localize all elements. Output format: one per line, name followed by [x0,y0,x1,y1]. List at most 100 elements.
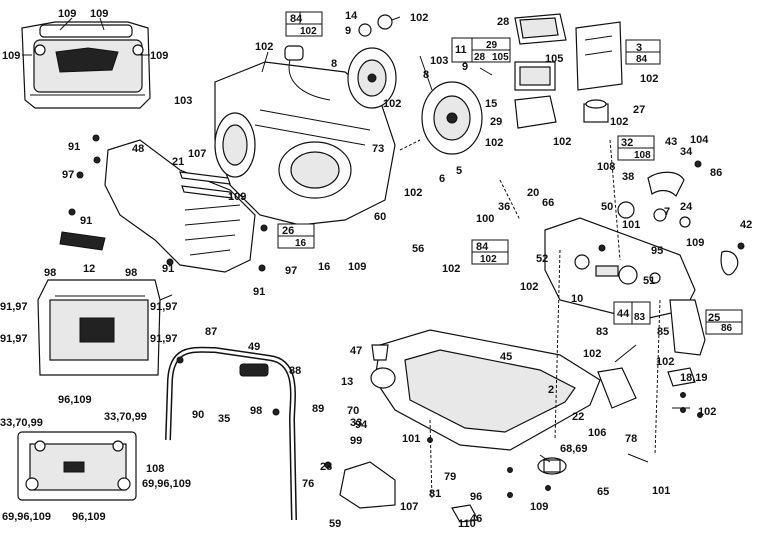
radio-front-view [21,21,151,109]
label-47: 47 [350,345,362,357]
label-50: 50 [601,201,613,213]
label-89: 89 [312,403,324,415]
foam-plate-110 [451,504,479,523]
label-9: 9 [462,61,468,73]
radio-side-view [37,279,161,376]
knob-cluster-24 [617,201,691,228]
label-28: 28 [497,16,509,28]
label-79: 79 [444,471,456,483]
label-102: 102 [520,281,538,293]
label-109: 109 [348,261,366,273]
label-66: 66 [542,197,554,209]
label-43: 43 [665,136,677,148]
label-7: 7 [664,206,670,218]
transformer [514,61,556,91]
label-15: 15 [485,98,497,110]
label-108: 108 [634,150,651,161]
box-84-102-top [285,11,323,37]
label-29: 29 [486,40,498,51]
label-105: 105 [545,53,563,65]
box-25-86 [705,309,743,335]
label-94: 94 [355,419,368,431]
label-11: 11 [455,44,467,56]
label-83: 83 [634,312,646,323]
handle-frame [165,346,297,521]
label-101: 101 [402,433,420,445]
label-56: 56 [412,243,424,255]
foot-assembly-65 [537,457,567,475]
label-102: 102 [404,187,422,199]
bracket-18-19 [667,367,696,387]
rear-housing [214,61,396,226]
label-110: 110 [458,518,476,530]
label-22: 22 [572,411,584,423]
label-109: 109 [150,50,168,62]
label-32: 32 [621,137,633,149]
label-24: 24 [680,201,693,213]
label-102: 102 [640,73,658,85]
label-102: 102 [255,41,273,53]
label-21: 21 [172,156,184,168]
label-91-97: 91,97 [0,301,28,313]
part-number-labels: 109 109 109 109 14 102 9 84 102 28 11 29… [0,8,752,530]
label-103: 103 [430,55,448,67]
battery-box-29 [514,95,557,129]
label-98: 98 [44,267,56,279]
label-102: 102 [698,406,716,418]
label-49: 49 [248,341,260,353]
label-2: 2 [548,384,554,396]
label-5: 5 [456,165,462,177]
label-109: 109 [228,191,246,203]
label-98: 98 [125,267,137,279]
box-84-102-mid [471,239,509,265]
label-16: 16 [295,238,307,249]
label-109: 109 [530,501,548,513]
label-91-97: 91,97 [150,301,178,313]
bracket-22 [597,367,637,409]
label-48: 48 [132,143,144,155]
label-13: 13 [341,376,353,388]
label-91: 91 [162,263,174,275]
label-97: 97 [285,265,297,277]
label-76: 76 [302,478,314,490]
support-bar-107 [179,171,233,199]
label-29: 29 [490,116,502,128]
label-59: 59 [329,518,341,530]
label-33: 33 [350,417,362,429]
coil [284,45,331,101]
label-60: 60 [374,211,386,223]
label-96-109: 96,109 [58,394,92,406]
logo-badge-12 [59,231,106,251]
label-91: 91 [68,141,80,153]
label-33-70-99: 33,70,99 [0,417,43,429]
label-95: 95 [651,245,663,257]
bracket-43 [647,171,685,198]
handle-grip-49 [239,363,269,377]
label-91: 91 [253,286,265,298]
knob-27 [583,99,609,123]
label-88: 88 [289,365,301,377]
box-11-28-29-105 [451,37,511,63]
label-36: 36 [498,201,510,213]
label-45: 45 [500,351,512,363]
label-25: 25 [708,312,720,324]
label-104: 104 [690,134,709,146]
label-86: 86 [710,167,722,179]
base-frame [370,329,601,451]
label-109: 109 [686,237,704,249]
label-90: 90 [192,409,204,421]
box-26-16 [277,223,315,249]
small-screws [68,134,745,498]
circuit-board-28 [514,13,567,45]
label-91-97: 91,97 [150,333,178,345]
tweeter [358,14,393,37]
ball-47 [371,344,389,361]
label-102: 102 [583,348,601,360]
label-65: 65 [597,486,609,498]
label-8: 8 [331,58,337,70]
label-106: 106 [588,427,606,439]
label-6: 6 [439,173,445,185]
label-78: 78 [625,433,637,445]
label-69-96-109: 69,96,109 [142,478,191,490]
radio-bottom-view [17,431,137,501]
